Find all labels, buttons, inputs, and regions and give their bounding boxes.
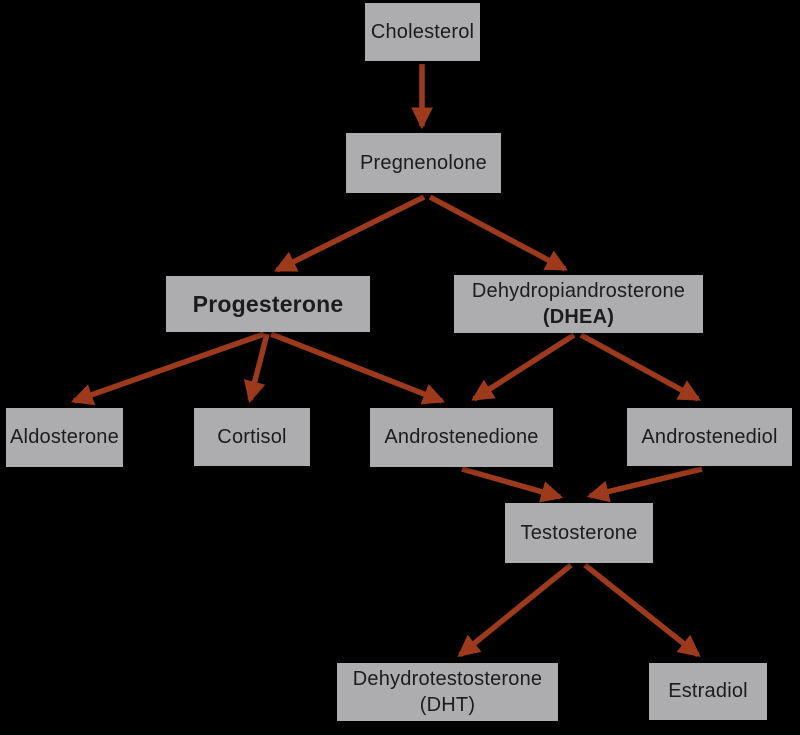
aldosterone-box: Aldosterone	[6, 408, 123, 467]
estradiol-label: Estradiol	[668, 680, 748, 703]
dhea-box: Dehydropiandrosterone (DHEA)	[454, 275, 703, 333]
dht-box: Dehydrotestosterone (DHT)	[337, 663, 558, 721]
testosterone-label: Testosterone	[520, 521, 638, 544]
cholesterol-label: Cholesterol	[370, 20, 475, 43]
testosterone-box: Testosterone	[505, 503, 653, 563]
arrow-progesterone-to-cortisol	[244, 333, 270, 404]
pregnenolone-label: Pregnenolone	[360, 151, 487, 174]
arrow-progesterone-to-aldosterone	[70, 331, 265, 406]
arrow-testosterone-to-dht	[457, 562, 573, 658]
estradiol-box: Estradiol	[649, 663, 767, 720]
pregnenolone-box: Pregnenolone	[346, 133, 501, 193]
cholesterol-box: Cholesterol	[365, 3, 480, 61]
arrow-dhea-to-androstenediol	[579, 332, 701, 402]
progesterone-box: Progesterone	[166, 276, 370, 332]
arrow-androstenediol-to-testosterone	[586, 466, 703, 503]
dhea-label-1: Dehydropiandrosterone	[471, 279, 686, 302]
cortisol-label: Cortisol	[217, 425, 287, 448]
arrow-pregnenolone-to-dhea	[428, 194, 568, 272]
arrow-pregnenolone-to-progesterone	[274, 194, 426, 273]
arrow-progesterone-to-androstenedione	[269, 331, 446, 405]
dht-label-2: (DHT)	[419, 694, 476, 716]
arrow-androstenedione-to-testosterone	[461, 466, 564, 503]
aldosterone-label: Aldosterone	[10, 426, 119, 449]
androstenedione-box: Androstenedione	[370, 408, 553, 467]
androstenediol-label: Androstenediol	[641, 425, 778, 448]
arrow-dhea-to-androstenedione	[471, 332, 576, 402]
dhea-label-2: (DHEA)	[542, 306, 615, 328]
progesterone-label: Progesterone	[192, 290, 344, 317]
dht-label-1: Dehydrotestosterone	[352, 667, 543, 690]
cortisol-box: Cortisol	[194, 408, 310, 466]
arrow-testosterone-to-estradiol	[583, 562, 701, 658]
androstenedione-label: Androstenedione	[384, 426, 539, 449]
androstenediol-box: Androstenediol	[627, 408, 792, 466]
